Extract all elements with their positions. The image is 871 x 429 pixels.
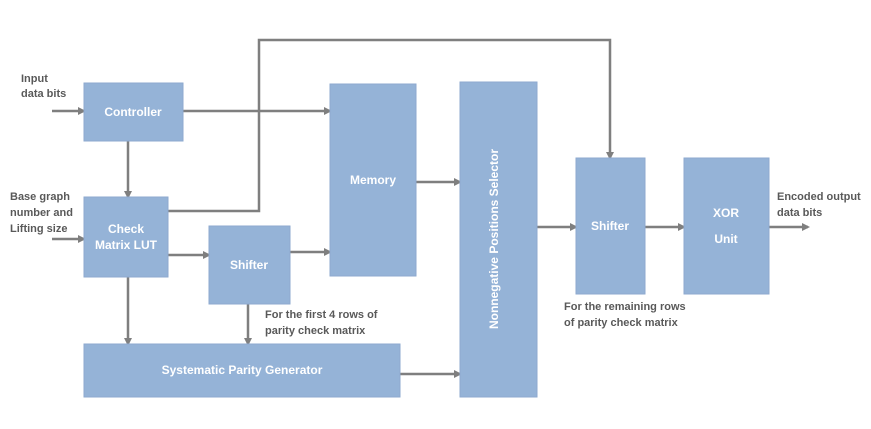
xor-unit-block: XOR Unit: [683, 157, 770, 295]
first-rows-line1: For the first 4 rows of: [265, 309, 378, 321]
xor-unit-label-line1: XOR: [713, 206, 739, 220]
parity-generator-label: Systematic Parity Generator: [162, 363, 323, 377]
nonnegative-positions-selector-block: Nonnegative Positions Selector: [459, 81, 538, 398]
shifter-1-block: Shifter: [208, 225, 291, 305]
base-graph-label: Base graph number and Lifting size: [10, 191, 73, 235]
remaining-rows-line1: For the remaining rows: [564, 301, 686, 313]
first-rows-note: For the first 4 rows of parity check mat…: [265, 309, 378, 337]
shifter-2-label: Shifter: [591, 219, 629, 233]
output-label-line2: data bits: [777, 207, 822, 219]
systematic-parity-generator-block: Systematic Parity Generator: [83, 343, 401, 398]
shifter-1-label: Shifter: [230, 258, 268, 272]
check-matrix-lut-block: Check Matrix LUT: [83, 196, 169, 278]
base-label-line2: number and: [10, 207, 73, 219]
input-label-line2: data bits: [21, 88, 66, 100]
input-data-bits-label: Input data bits: [21, 73, 66, 100]
first-rows-line2: parity check matrix: [265, 325, 366, 337]
controller-label: Controller: [104, 105, 162, 119]
check-matrix-lut-label-line1: Check: [108, 222, 144, 236]
arrow-lut-to-shifter2: [168, 38, 614, 213]
base-label-line3: Lifting size: [10, 223, 67, 235]
selector-label: Nonnegative Positions Selector: [487, 149, 501, 329]
xor-unit-label-line2: Unit: [714, 232, 737, 246]
memory-label: Memory: [350, 173, 396, 187]
controller-block: Controller: [83, 82, 184, 142]
encoded-output-label: Encoded output data bits: [777, 191, 861, 219]
memory-block: Memory: [329, 83, 417, 277]
connectors: [52, 38, 810, 378]
input-label-line1: Input: [21, 73, 48, 85]
check-matrix-lut-label-line2: Matrix LUT: [95, 238, 158, 252]
remaining-rows-note: For the remaining rows of parity check m…: [564, 301, 686, 329]
base-label-line1: Base graph: [10, 191, 70, 203]
remaining-rows-line2: of parity check matrix: [564, 317, 679, 329]
output-label-line1: Encoded output: [777, 191, 861, 203]
shifter-2-block: Shifter: [575, 157, 646, 295]
